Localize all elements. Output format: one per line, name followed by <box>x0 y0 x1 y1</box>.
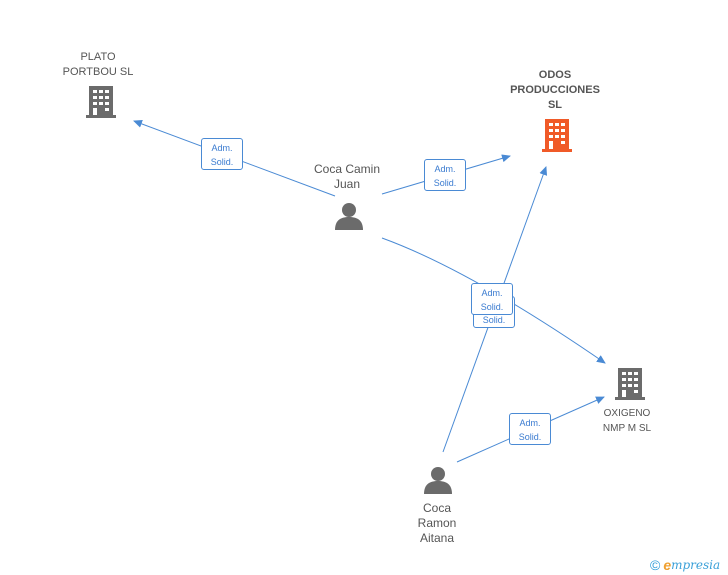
brand-name: mpresia <box>671 558 721 572</box>
edge-label-juan-odos: Adm. Solid. <box>424 159 466 191</box>
person-icon[interactable] <box>424 467 452 494</box>
person-icon[interactable] <box>335 203 363 230</box>
copyright-symbol: © <box>650 557 661 573</box>
brand-initial: e <box>663 557 672 573</box>
node-label-oxigeno-nmp[interactable]: OXIGENO NMP M SL <box>602 408 652 434</box>
edge-label-aitana-odos: Adm. Solid. <box>471 283 513 315</box>
building-icon[interactable] <box>542 119 572 152</box>
node-label-plato-portbou[interactable]: PLATO PORTBOU SL <box>62 51 134 78</box>
node-label-coca-ramon-aitana[interactable]: Coca Ramon Aitana <box>417 501 457 545</box>
node-label-odos-producciones[interactable]: ODOS PRODUCCIONES SL <box>510 69 600 111</box>
empresia-logo: © e mpresia <box>650 556 720 574</box>
building-icon[interactable] <box>615 368 645 400</box>
node-label-coca-camin-juan[interactable]: Coca Camin Juan <box>313 162 381 191</box>
edge-label-aitana-oxigeno: Adm. Solid. <box>509 413 551 445</box>
building-icon[interactable] <box>86 86 116 118</box>
edge-label-juan-plato: Adm. Solid. <box>201 138 243 170</box>
